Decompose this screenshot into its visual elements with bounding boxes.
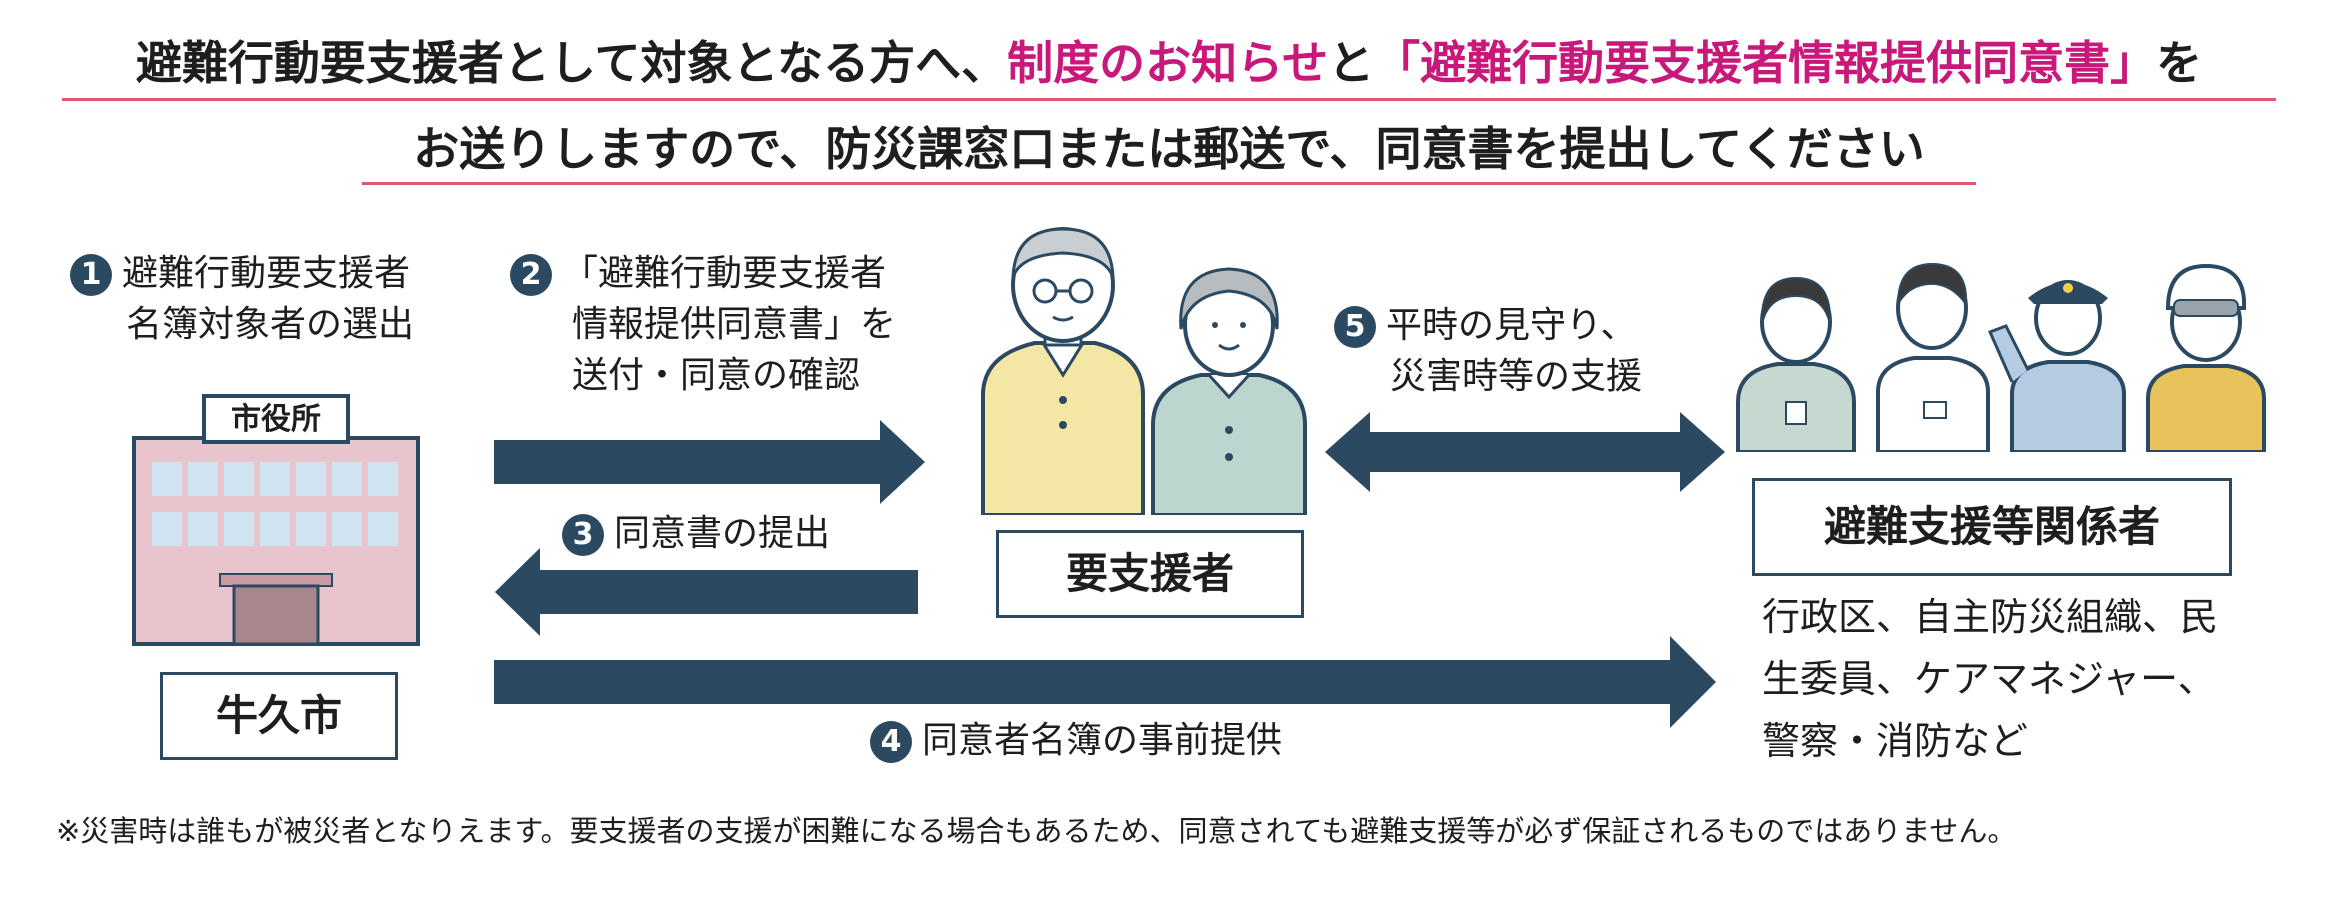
- persons-needing-support-label: 要支援者: [996, 530, 1304, 618]
- headline-text: と: [1328, 36, 1375, 90]
- step-3-badge: 3: [562, 514, 604, 556]
- headline-text: 避難行動要支援者として対象となる方へ、: [135, 36, 1008, 90]
- step-2-line: 「避難行動要支援者: [562, 253, 887, 294]
- supporters-description-line: 生委員、ケアマネジャー、: [1762, 657, 2216, 701]
- arrow-step5-bidirectional: [1325, 412, 1725, 492]
- arrow-step2-right: [494, 420, 925, 504]
- headline-highlight-consent-form: 「避難行動要支援者情報提供同意書」: [1374, 36, 2157, 90]
- step-3-line: 同意書の提出: [614, 513, 831, 554]
- step-2-line: 送付・同意の確認: [572, 355, 861, 396]
- step-5-badge: 5: [1334, 306, 1376, 348]
- step-4-line: 同意者名簿の事前提供: [922, 720, 1283, 761]
- arrow-step4-right: [494, 636, 1716, 728]
- headline-underline-1: [62, 98, 2276, 101]
- supporters-illustration: [1736, 262, 2266, 452]
- step-5-line: 平時の見守り、: [1386, 305, 1637, 346]
- headline-text: を: [2156, 36, 2203, 90]
- arrow-step3-left: [495, 548, 918, 636]
- step-1-line: 避難行動要支援者: [122, 253, 411, 294]
- city-label-box: 牛久市: [160, 672, 398, 760]
- step-5-line: 災害時等の支援: [1390, 356, 1643, 397]
- footnote: ※災害時は誰もが被災者となりえます。要支援者の支援が困難になる場合もあるため、同…: [56, 814, 2017, 848]
- headline-line1: 避難行動要支援者として対象となる方へ、制度のお知らせと「避難行動要支援者情報提供…: [0, 28, 2338, 98]
- persons-needing-support-illustration: [981, 227, 1307, 515]
- supporters-description: 行政区、自主防災組織、民 生委員、ケアマネジャー、 警察・消防など: [1762, 586, 2218, 772]
- step-2-line: 情報提供同意書」を: [572, 304, 897, 345]
- headline-line2: お送りしますので、防災課窓口または郵送で、同意書を提出してください: [413, 122, 1925, 176]
- step-4-badge: 4: [870, 721, 912, 763]
- supporters-label-box: 避難支援等関係者: [1752, 478, 2232, 576]
- supporters-description-line: 警察・消防など: [1762, 719, 2029, 763]
- city-hall-sign: 市役所: [231, 402, 321, 437]
- step-2-badge: 2: [510, 254, 552, 296]
- step-1-badge: 1: [70, 254, 112, 296]
- step-1-line: 名簿対象者の選出: [126, 304, 415, 345]
- headline-underline-2: [362, 182, 1976, 185]
- supporters-description-line: 行政区、自主防災組織、民: [1762, 595, 2219, 639]
- city-hall-building-icon: [132, 394, 420, 646]
- headline-highlight-notice: 制度のお知らせ: [1007, 36, 1329, 90]
- step-2: 2「避難行動要支援者 情報提供同意書」を 送付・同意の確認: [510, 248, 896, 401]
